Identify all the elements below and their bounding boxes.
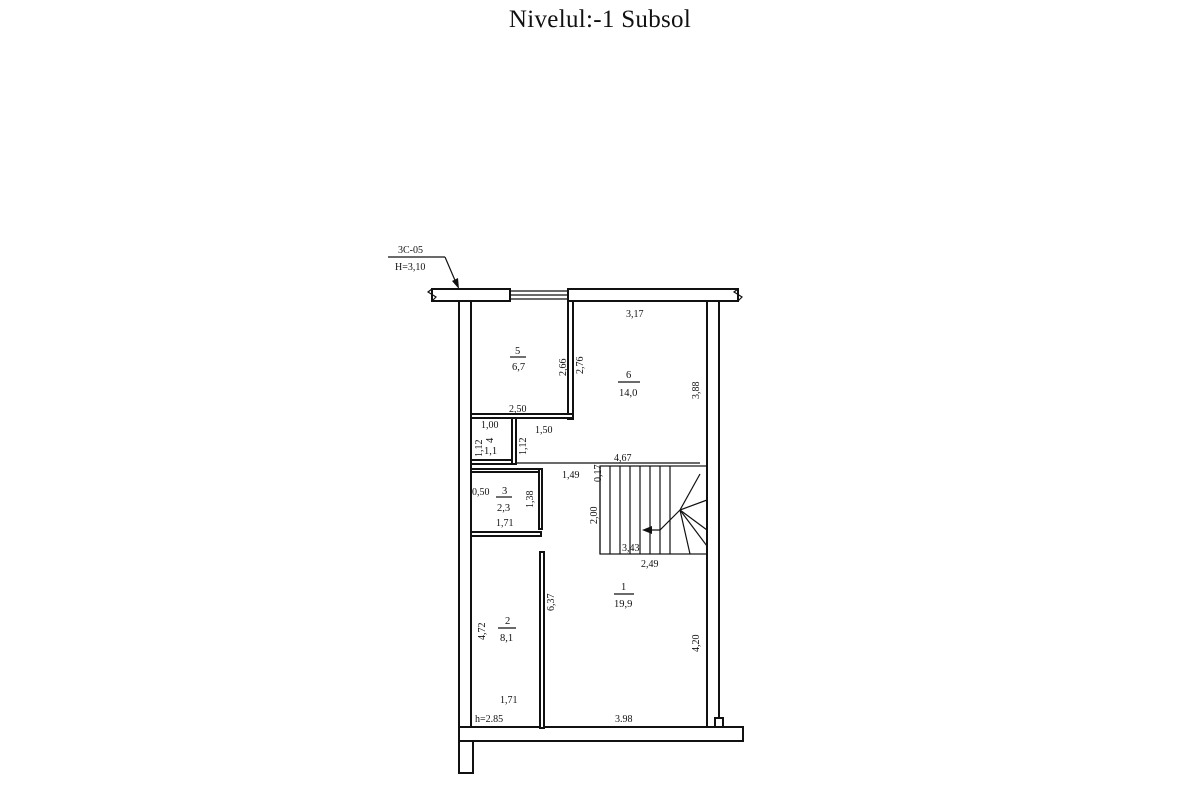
dim-1-71-b: 1,71 <box>500 695 518 706</box>
partitions <box>470 300 700 729</box>
room-1-number: 1 <box>621 582 626 593</box>
room-5-number: 5 <box>515 346 520 357</box>
page-title: Nivelul:-1 Subsol <box>508 6 692 33</box>
dim-4-67: 4,67 <box>614 453 632 464</box>
dim-1-38: 1,38 <box>525 491 536 509</box>
dim-1-71-a: 1,71 <box>496 518 514 529</box>
room-2-area: 8,1 <box>500 633 513 644</box>
room-4-area: 1,1 <box>484 446 497 457</box>
dim-1-50: 1,50 <box>535 425 553 436</box>
room-2-number: 2 <box>505 616 510 627</box>
dim-4-72: 4,72 <box>477 623 488 641</box>
dim-2-66: 2,66 <box>558 359 569 377</box>
dim-2-50: 2,50 <box>509 404 527 415</box>
dim-3-43: 3,43 <box>622 543 640 554</box>
room-labels: 5 6,7 6 14,0 4 1,1 3 2,3 1 19,9 2 8,1 <box>484 346 640 644</box>
room-6-number: 6 <box>626 370 631 381</box>
dim-6-37: 6,37 <box>546 594 557 612</box>
elevation-marker: 3C-05 H=3,10 <box>388 245 459 289</box>
dim-2-49: 2,49 <box>641 559 659 570</box>
dim-3-98: 3.98 <box>615 714 633 725</box>
marker-height: H=3,10 <box>395 262 425 273</box>
room-1-area: 19,9 <box>614 599 632 610</box>
dim-4-20: 4,20 <box>691 635 702 653</box>
dim-3-88: 3,88 <box>691 382 702 400</box>
marker-code: 3C-05 <box>398 245 423 256</box>
dim-1-49: 1,49 <box>562 470 580 481</box>
room-5-area: 6,7 <box>512 362 525 373</box>
room-4-number: 4 <box>485 437 496 443</box>
dim-1-12-b: 1,12 <box>518 438 529 456</box>
room-6-area: 14,0 <box>619 388 637 399</box>
dimensions: 3,17 2,66 2,76 3,88 2,50 1,00 1,12 1,12 … <box>472 309 702 725</box>
outer-walls <box>426 288 744 774</box>
dim-0-50: 0,50 <box>472 487 490 498</box>
height-2-85: h=2.85 <box>475 714 503 725</box>
dim-1-00: 1,00 <box>481 420 499 431</box>
dim-3-17: 3,17 <box>626 309 644 320</box>
room-3-area: 2,3 <box>497 503 510 514</box>
staircase <box>599 465 708 555</box>
dim-1-12-a: 1,12 <box>474 440 485 458</box>
dim-2-00: 2,00 <box>589 507 600 525</box>
window <box>510 290 568 300</box>
dim-2-76: 2,76 <box>575 357 586 375</box>
dim-0-17: 0,17 <box>593 465 604 483</box>
room-3-number: 3 <box>502 486 507 497</box>
